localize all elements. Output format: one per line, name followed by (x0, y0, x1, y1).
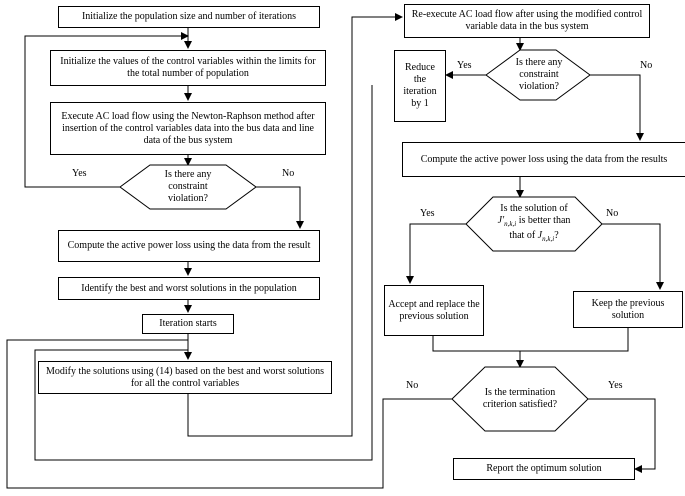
keep-previous-text: Keep the previous solution (591, 297, 665, 321)
termination-text: Is the termination criterion satisfied? (482, 387, 558, 410)
constraint-right-text: Is there any constraint violation? (515, 57, 563, 92)
identify-best-worst-box: Identify the best and worst solutions in… (58, 277, 320, 300)
j-symbol: Jn,k,i (537, 230, 555, 243)
no-label-left: No (282, 168, 295, 179)
no-label-termination: No (406, 380, 419, 391)
accept-replace-box: Accept and replace the previous solution (384, 285, 484, 336)
modify-solutions-box: Modify the solutions using (14) based on… (38, 361, 332, 394)
compute-loss-left-box: Compute the active power loss using the … (58, 230, 320, 262)
solution-better-diamond (465, 196, 603, 252)
j-prime-symbol: J'n,k,i (497, 215, 517, 228)
reexecute-ac-box: Re-execute AC load flow after using the … (404, 4, 650, 38)
yes-label-solution: Yes (420, 208, 435, 219)
yes-label-termination: Yes (608, 380, 623, 391)
constraint-left-diamond (119, 164, 257, 210)
compute-loss-right-text: Compute the active power loss using the … (420, 153, 668, 165)
modify-solutions-text: Modify the solutions using (14) based on… (45, 365, 325, 389)
init-values-box: Initialize the values of the control var… (50, 50, 326, 86)
init-values-text: Initialize the values of the control var… (60, 56, 316, 79)
execute-ac-box: Execute AC load flow using the Newton-Ra… (50, 102, 326, 155)
reduce-iteration-box: Reduce the iteration by 1 (394, 50, 446, 122)
execute-ac-text: Execute AC load flow using the Newton-Ra… (61, 110, 315, 146)
report-optimum-box: Report the optimum solution (453, 458, 635, 480)
yes-label-right-constraint: Yes (457, 60, 472, 71)
solution-better-text: Is the solution of J'n,k,i is better tha… (497, 203, 571, 243)
no-label-right-constraint: No (640, 60, 653, 71)
constraint-left-text: Is there any constraint violation? (164, 169, 212, 204)
yes-label-left: Yes (72, 168, 87, 179)
reduce-iteration-text: Reduce the iteration by 1 (403, 62, 437, 109)
constraint-right-diamond (485, 49, 591, 101)
accept-replace-text: Accept and replace the previous solution (388, 298, 480, 322)
iteration-starts-box: Iteration starts (142, 314, 234, 334)
iteration-starts-text: Iteration starts (159, 318, 217, 329)
compute-loss-right-box: Compute the active power loss using the … (402, 142, 685, 177)
no-label-solution: No (606, 208, 619, 219)
init-population-box: Initialize the population size and numbe… (58, 6, 320, 28)
compute-loss-left-text: Compute the active power loss using the … (67, 240, 311, 251)
keep-previous-box: Keep the previous solution (573, 291, 683, 328)
termination-diamond (451, 366, 589, 432)
init-population-text: Initialize the population size and numbe… (81, 11, 297, 22)
reexecute-ac-text: Re-execute AC load flow after using the … (411, 9, 643, 32)
identify-best-worst-text: Identify the best and worst solutions in… (81, 282, 297, 294)
report-optimum-text: Report the optimum solution (486, 463, 602, 474)
